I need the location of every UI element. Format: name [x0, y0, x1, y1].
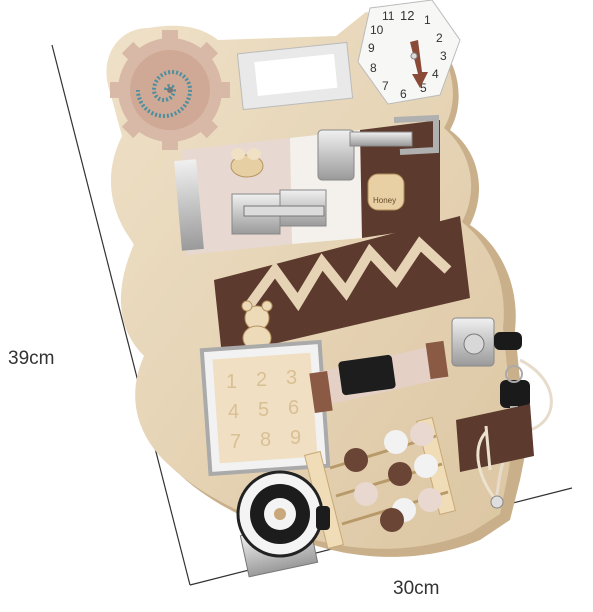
height-dimension-line [51, 44, 191, 586]
clock-number-10: 10 [370, 23, 384, 37]
hasp-latch[interactable] [317, 114, 439, 181]
width-dimension-label: 30cm [393, 578, 440, 599]
clock-number-12: 12 [400, 8, 414, 23]
zigzag-track[interactable] [241, 236, 452, 313]
puzzle-tile-7[interactable]: 7 [230, 431, 241, 453]
clock-number-4: 4 [432, 67, 439, 81]
puzzle-tiles[interactable]: 1 2 3 4 5 6 7 8 9 [226, 367, 301, 453]
clock-number-11: 11 [382, 9, 395, 23]
number-slide-puzzle [199, 339, 331, 477]
bell[interactable] [490, 495, 504, 509]
clock-number-6: 6 [400, 87, 407, 101]
puzzle-tile-4[interactable]: 4 [228, 401, 239, 423]
abacus-beads[interactable] [344, 422, 442, 532]
bear-ornament [241, 300, 273, 351]
clock-number-2: 2 [436, 31, 443, 45]
clock-number-1: 1 [424, 13, 431, 27]
lace-panel [456, 404, 534, 472]
barrel-bolt-latch[interactable] [231, 189, 327, 235]
clock-face [357, 0, 461, 105]
bee-ornament [230, 148, 264, 178]
honey-pot-ornament: Honey [367, 173, 405, 211]
puzzle-tile-2[interactable]: 2 [256, 369, 267, 391]
puzzle-tile-5[interactable]: 5 [258, 399, 269, 421]
clock-number-9: 9 [368, 41, 375, 55]
buckle-strap[interactable] [309, 340, 449, 414]
clock-number-8: 8 [370, 61, 377, 75]
hinge[interactable] [174, 159, 204, 251]
honey-label: Honey [373, 196, 396, 205]
puzzle-tile-6[interactable]: 6 [288, 397, 299, 419]
spinning-gear[interactable] [110, 30, 230, 150]
clock-number-5: 5 [420, 81, 427, 95]
clock-number-7: 7 [382, 79, 389, 93]
puzzle-tile-9[interactable]: 9 [290, 427, 301, 449]
clock-hand[interactable] [410, 40, 428, 88]
puzzle-tile-3[interactable]: 3 [286, 367, 297, 389]
clock-number-3: 3 [440, 49, 447, 63]
spinning-reel[interactable] [236, 470, 330, 578]
clock-pin [410, 52, 418, 60]
key-lock[interactable] [451, 317, 522, 367]
puzzle-tile-8[interactable]: 8 [260, 429, 271, 451]
shoelace[interactable] [476, 425, 498, 501]
height-dimension-label: 39cm [8, 348, 55, 369]
velcro-strip[interactable] [254, 53, 338, 96]
puzzle-tile-1[interactable]: 1 [226, 371, 237, 393]
